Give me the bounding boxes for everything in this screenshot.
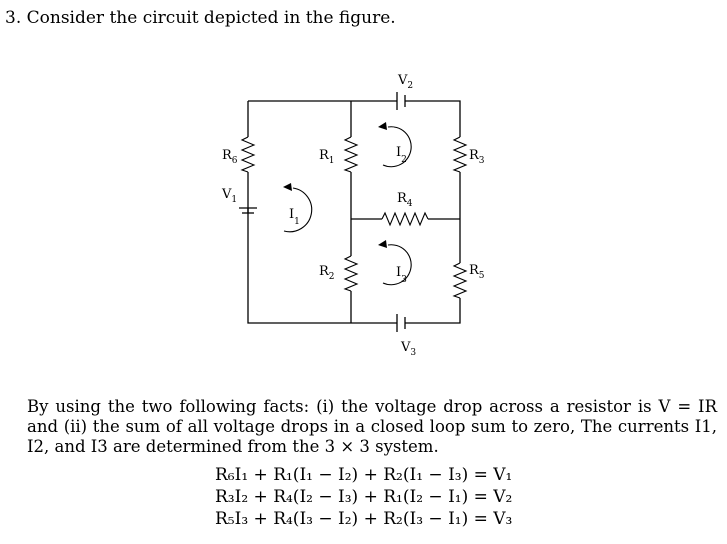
resistor-r3 (452, 136, 468, 173)
resistor-r2 (343, 255, 359, 292)
loop-arrow-i3 (382, 244, 412, 286)
battery-v3 (396, 314, 406, 332)
equation-1: R₆I₁ + R₁(I₁ − I₂) + R₂(I₁ − I₃) = V₁ (215, 465, 513, 485)
label-i3: I3 (396, 265, 407, 285)
battery-v2 (396, 92, 406, 110)
equation-system: R₆I₁ + R₁(I₁ − I₂) + R₂(I₁ − I₃) = V₁ R₃… (215, 464, 512, 530)
equation-2: R₃I₂ + R₄(I₂ − I₃) + R₁(I₂ − I₁) = V₂ (215, 487, 513, 507)
label-r4: R4 (397, 191, 413, 209)
explanation-paragraph: By using the two following facts: (i) th… (27, 397, 717, 456)
label-v1: V1 (221, 187, 237, 205)
loop-arrow-i2 (382, 126, 412, 168)
arrowhead-i1 (283, 183, 292, 191)
question-text: Consider the circuit depicted in the fig… (26, 8, 396, 28)
label-v2: V2 (397, 73, 413, 91)
resistor-r1 (343, 136, 359, 173)
arrowhead-i3 (378, 240, 387, 248)
question-number: 3. (5, 8, 22, 28)
label-v3: V3 (400, 340, 416, 358)
wire-bottom-left (247, 208, 397, 324)
battery-v1 (239, 207, 257, 214)
label-r6: R6 (222, 148, 238, 166)
question-heading: 3. Consider the circuit depicted in the … (5, 8, 396, 28)
loop-arrow-i1 (283, 187, 313, 233)
label-r1: R1 (319, 148, 335, 166)
resistor-r5 (452, 262, 468, 299)
label-r3: R3 (469, 148, 485, 166)
label-i1: I1 (289, 207, 300, 227)
resistor-r4 (381, 211, 429, 227)
label-r5: R5 (469, 263, 485, 281)
equation-3: R₅I₃ + R₄(I₃ − I₂) + R₂(I₃ − I₁) = V₃ (215, 509, 513, 529)
circuit-diagram: V2 V3 V1 R6 R1 R3 R4 R2 R5 I1 I2 I3 (221, 73, 485, 358)
label-r2: R2 (319, 264, 335, 282)
wire-top-right (405, 100, 461, 137)
wire-right-bottom (405, 298, 461, 324)
arrowhead-i2 (378, 122, 387, 130)
resistor-r6 (240, 136, 256, 173)
label-i2: I2 (396, 145, 407, 165)
